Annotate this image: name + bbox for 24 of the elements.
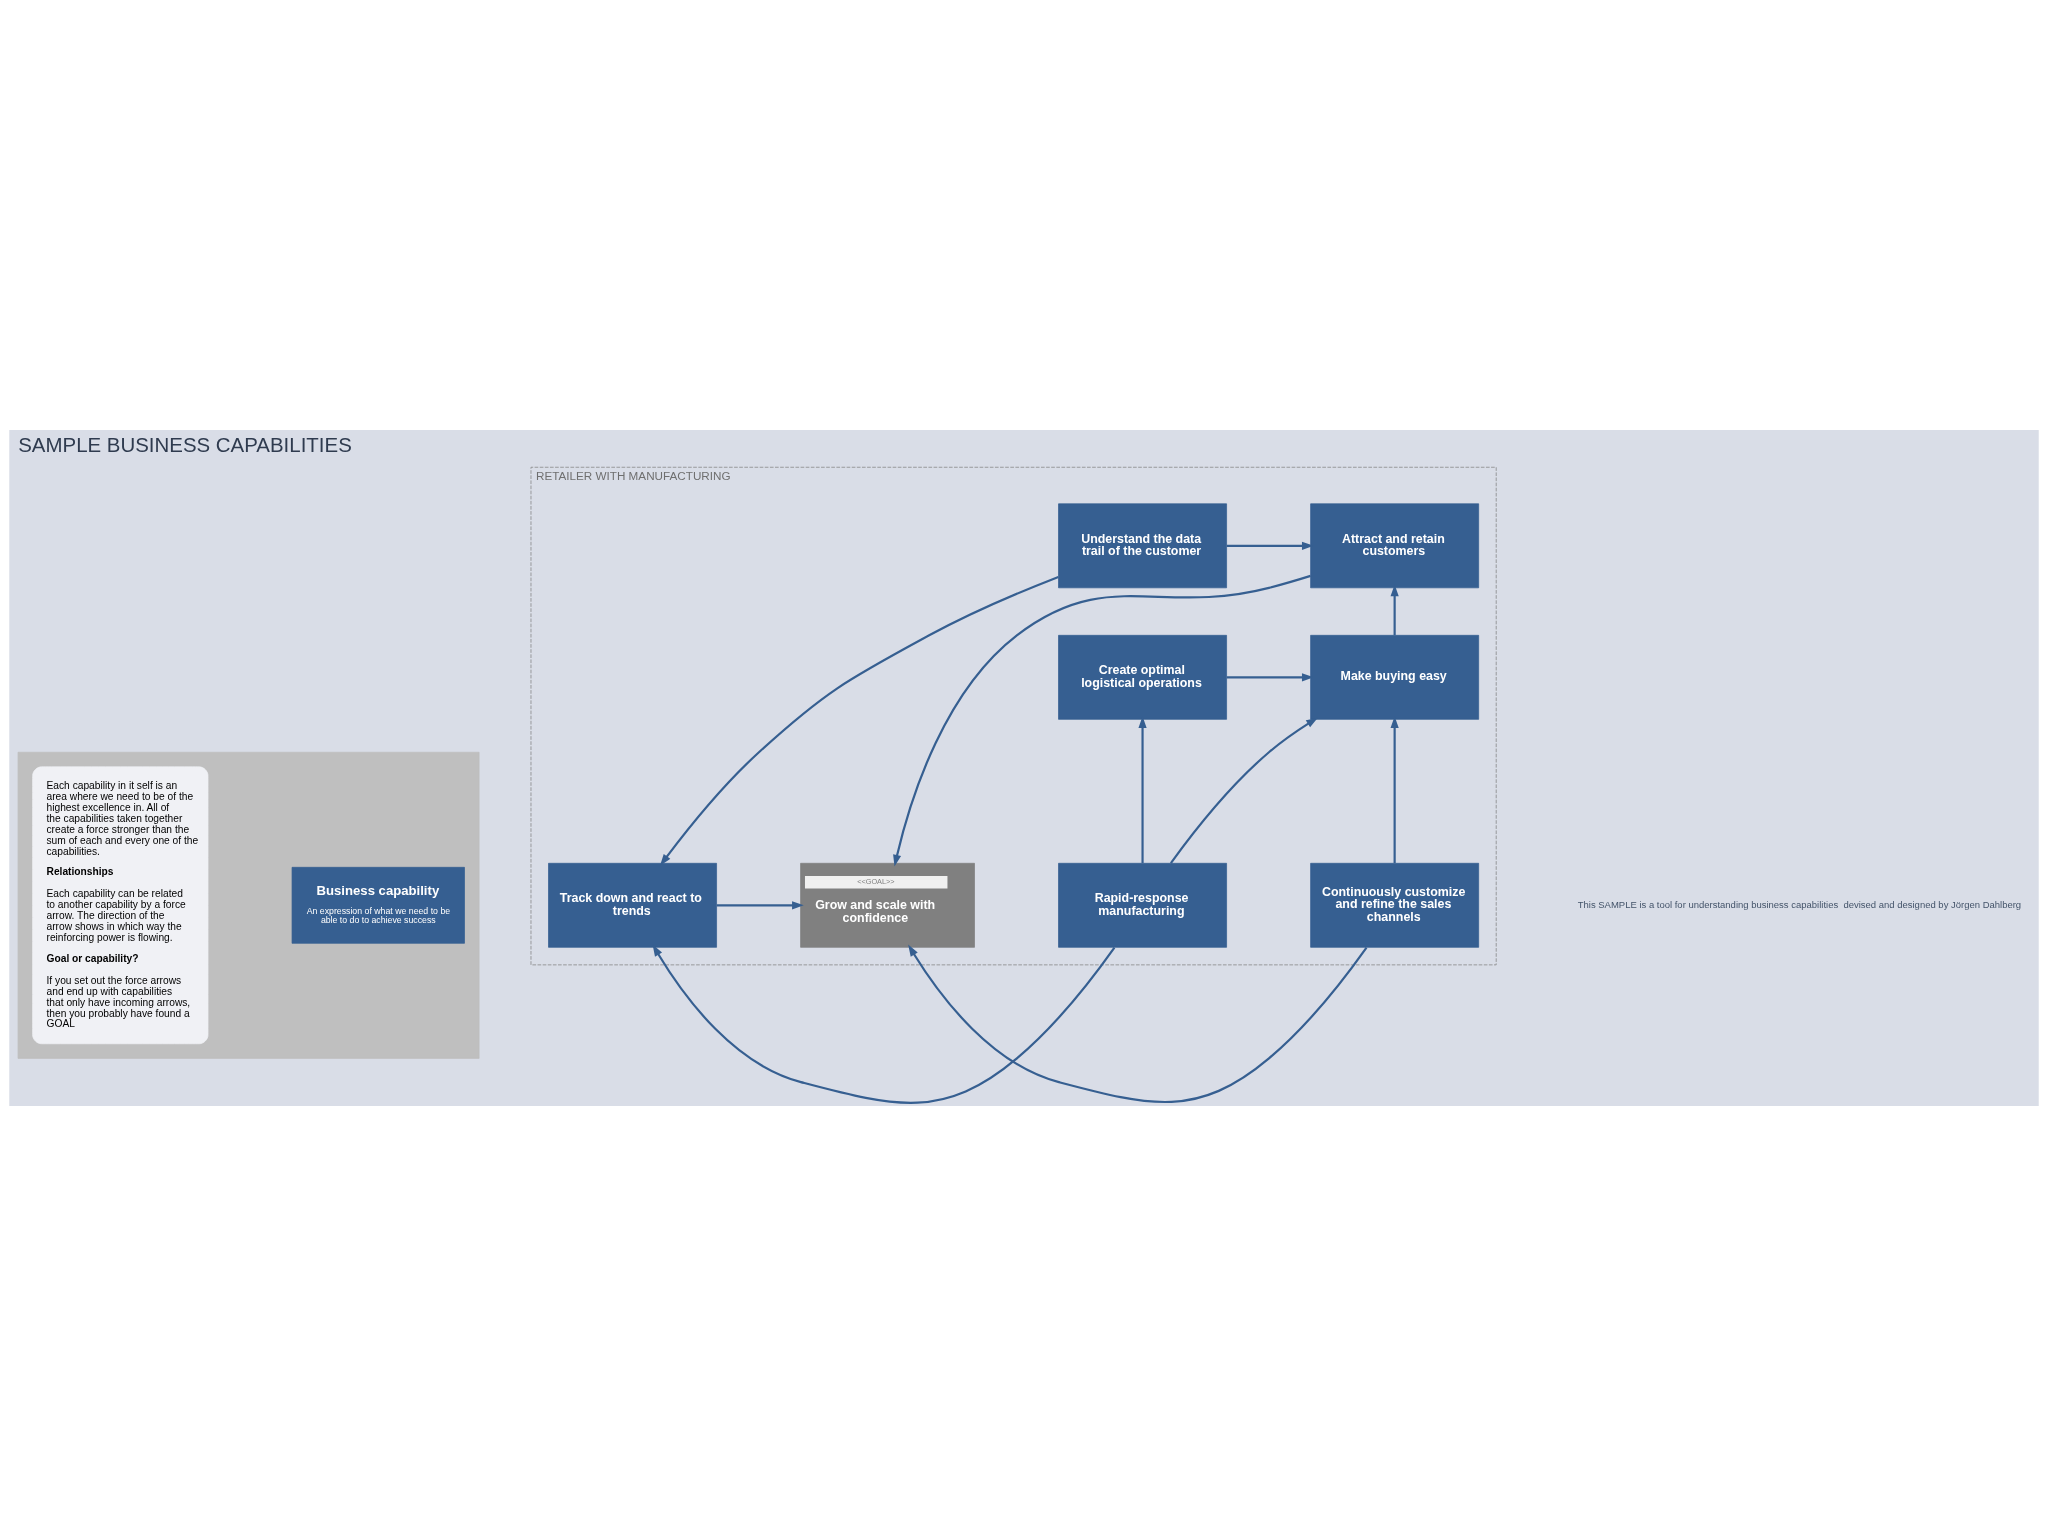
- node-box: Each capability in it self is an area where we need to be of the highest excellence in. All of the capabilities taken together create a force stronger than the sum of each and every one of the capabilities. Relationships Each capability can be related to another capability by a force arrow. The direction of the arrow shows in which way the reinforcing power is flowing. Goal or capability? If you set out the force arrows and end up with capabilities that only have incoming arrows, then you probably have found a GOAL: [32, 766, 209, 1045]
- diagram-title: SAMPLE BUSINESS CAPABILITIES: [18, 433, 352, 457]
- arrow: [893, 574, 1311, 867]
- arrow: [716, 901, 804, 910]
- node-box: Rapid-response manufacturing: [1058, 862, 1227, 948]
- node-box: Create optimal logistical operations: [1058, 634, 1227, 720]
- cluster: [17, 751, 480, 1059]
- arrow: [1138, 716, 1147, 864]
- node-box: <<GOAL>> Grow and scale with confidence: [800, 862, 975, 948]
- arrow: [1226, 541, 1314, 550]
- node-box: Track down and react to trends: [548, 862, 717, 948]
- node-box: Business capability An expression of what we need to be able to do to achieve success: [291, 866, 465, 944]
- arrow: [1170, 717, 1318, 864]
- label: This SAMPLE is a tool for understanding business capabilities devised and designed by Jörgen Dahlberg: [1577, 898, 2022, 910]
- node-box: Understand the data trail of the customer: [1058, 503, 1227, 589]
- arrow: [652, 944, 1116, 1104]
- arrow: [659, 575, 1059, 866]
- arrow: [908, 944, 1368, 1103]
- arrow: [1390, 716, 1399, 864]
- node-box: Attract and retain customers: [1310, 503, 1480, 589]
- node-box: Make buying easy: [1310, 634, 1480, 720]
- arrow: [1226, 673, 1314, 682]
- arrow: [1390, 584, 1399, 636]
- node-box: Continuously customize and refine the sales channels: [1310, 862, 1480, 948]
